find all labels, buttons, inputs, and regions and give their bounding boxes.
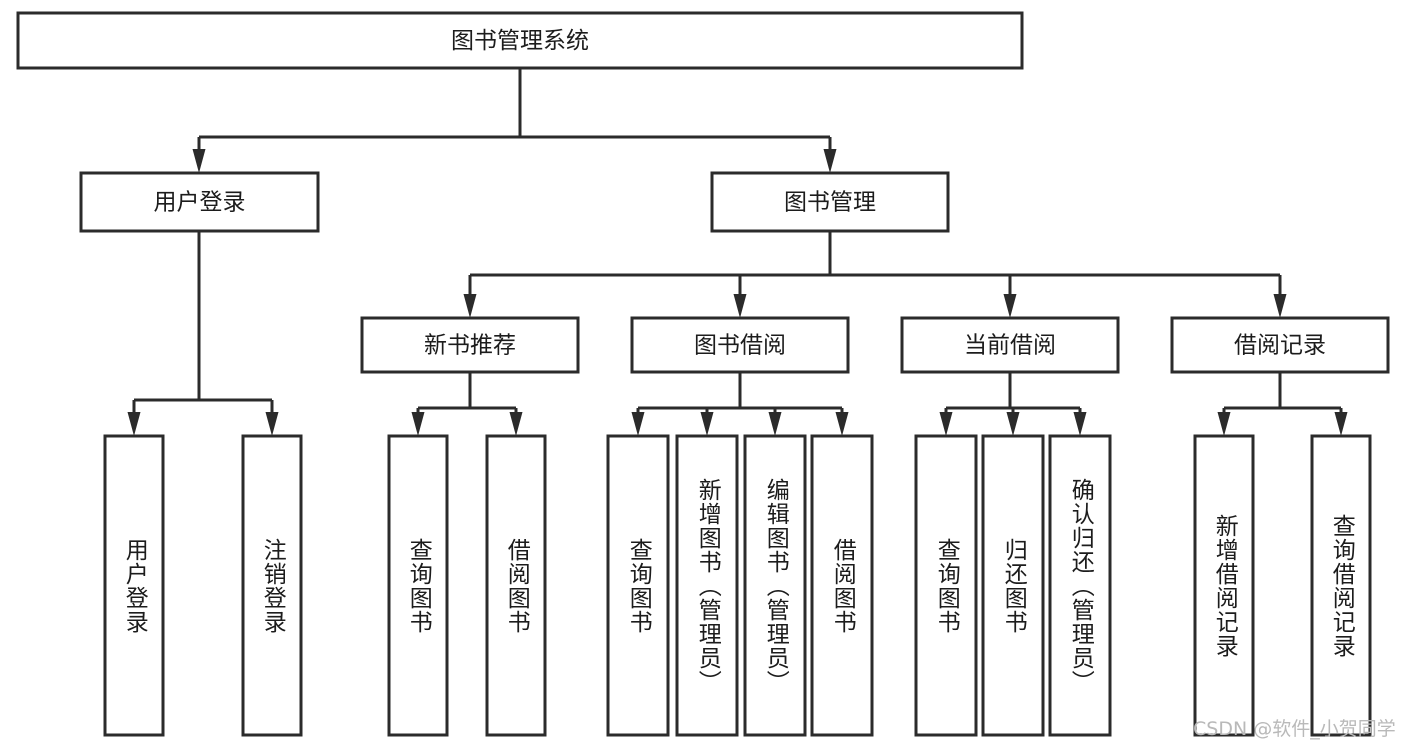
edge-user-login-to-leaves-arrow-1 xyxy=(265,412,279,436)
edge-recommend-to-leaves-arrow-1 xyxy=(509,412,523,436)
edge-root-to-level2-arrow-1 xyxy=(823,149,837,173)
node-box-borrow-record[interactable] xyxy=(1170,316,1390,374)
leaf-box-leaf-user-login[interactable] xyxy=(103,434,165,737)
edge-record-to-leaves-arrow-1 xyxy=(1334,412,1348,436)
edge-borrow-to-leaves-arrow-3 xyxy=(835,412,849,436)
leaf-box-leaf-logout[interactable] xyxy=(241,434,303,737)
node-label-book-management: 图书管理 xyxy=(784,190,876,216)
leaf-box-leaf-borrow-book-2[interactable] xyxy=(810,434,874,737)
leaf-box-leaf-edit-book[interactable] xyxy=(743,434,807,737)
node-box-root[interactable] xyxy=(16,11,1024,70)
edge-borrow-to-leaves-arrow-2 xyxy=(768,412,782,436)
leaf-box-leaf-confirm-return[interactable] xyxy=(1048,434,1112,737)
node-label-current-borrow: 当前借阅 xyxy=(964,333,1056,359)
leaf-box-leaf-borrow-book-1[interactable] xyxy=(485,434,547,737)
connector-layer xyxy=(127,68,1348,436)
edge-management-to-level3-arrow-0 xyxy=(463,294,477,318)
leaf-box-leaf-return-book[interactable] xyxy=(981,434,1045,737)
leaf-box-leaf-add-record[interactable] xyxy=(1193,434,1255,737)
edge-borrow-to-leaves-arrow-1 xyxy=(700,412,714,436)
edge-record-to-leaves-arrow-0 xyxy=(1217,412,1231,436)
edge-current-to-leaves-arrow-0 xyxy=(939,412,953,436)
leaf-box-leaf-search-book-3[interactable] xyxy=(914,434,978,737)
leaf-box-leaf-search-book-2[interactable] xyxy=(606,434,670,737)
leaf-box-leaf-search-record[interactable] xyxy=(1310,434,1372,737)
node-label-book-borrow: 图书借阅 xyxy=(694,333,786,359)
csdn-watermark: CSDN @软件_小贺同学 xyxy=(1193,718,1396,740)
node-box-layer xyxy=(16,11,1390,737)
edge-borrow-to-leaves-arrow-0 xyxy=(631,412,645,436)
node-label-user-login: 用户登录 xyxy=(154,190,246,216)
node-label-root: 图书管理系统 xyxy=(451,28,589,54)
node-box-current-borrow[interactable] xyxy=(900,316,1120,374)
node-box-user-login[interactable] xyxy=(79,171,320,233)
edge-user-login-to-leaves-arrow-0 xyxy=(127,412,141,436)
node-box-new-book-recommend[interactable] xyxy=(360,316,580,374)
node-box-book-borrow[interactable] xyxy=(630,316,850,374)
edge-management-to-level3-arrow-1 xyxy=(733,294,747,318)
leaf-box-leaf-add-book[interactable] xyxy=(675,434,739,737)
node-box-book-management[interactable] xyxy=(710,171,950,233)
edge-recommend-to-leaves-arrow-0 xyxy=(411,412,425,436)
edge-current-to-leaves-arrow-1 xyxy=(1006,412,1020,436)
edge-management-to-level3-arrow-2 xyxy=(1003,294,1017,318)
node-label-new-book-recommend: 新书推荐 xyxy=(424,333,516,359)
edge-management-to-level3-arrow-3 xyxy=(1273,294,1287,318)
node-label-borrow-record: 借阅记录 xyxy=(1234,333,1326,359)
leaf-box-leaf-search-book-1[interactable] xyxy=(387,434,449,737)
edge-current-to-leaves-arrow-2 xyxy=(1073,412,1087,436)
edge-root-to-level2-arrow-0 xyxy=(192,149,206,173)
